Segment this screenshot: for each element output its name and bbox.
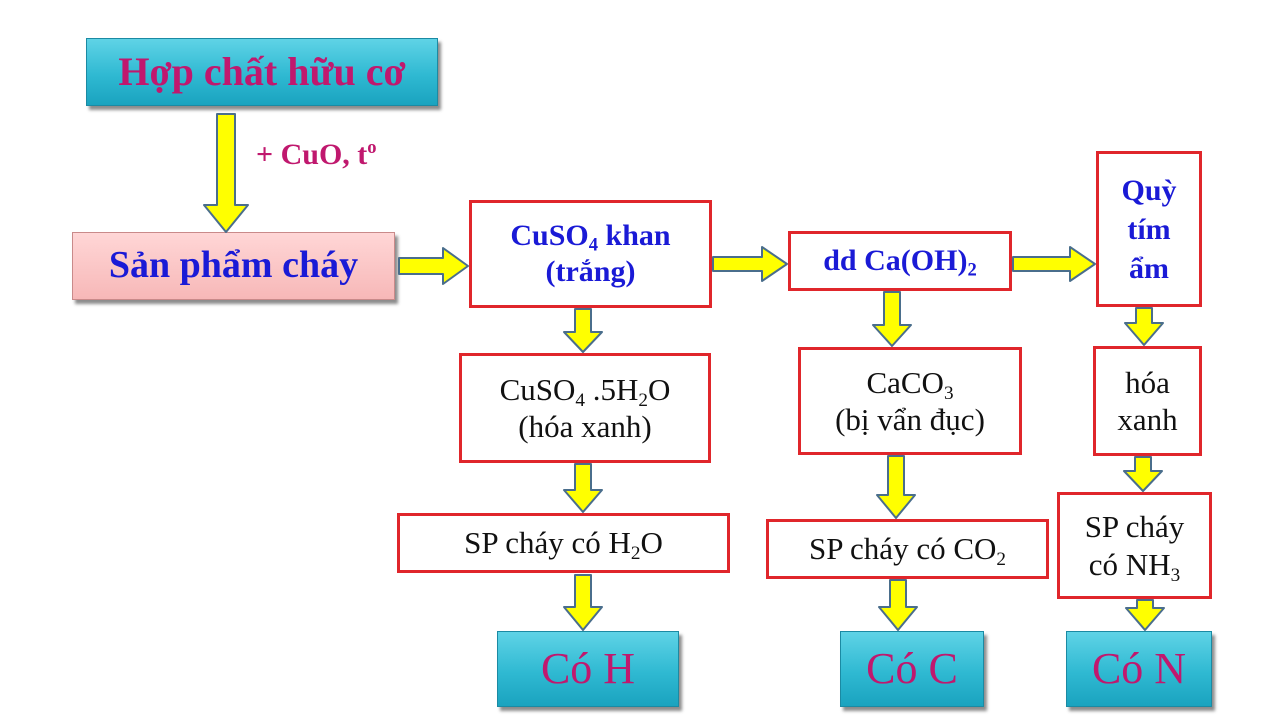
cuso4-text: CuSO (510, 219, 589, 252)
litmus-line1: Quỳ (1121, 173, 1177, 207)
arrow-down-icon (872, 291, 912, 347)
cuso4-hydrate-b: .5H (585, 371, 639, 407)
has-nitrogen-label: Có N (1091, 643, 1187, 693)
h2o-conclusion-box: SP cháy có H2O (397, 513, 730, 573)
cuso4-hydrate-b-sub: 2 (638, 389, 649, 411)
arrow-down-icon (203, 113, 249, 233)
arrow-down-icon (1124, 307, 1164, 346)
reagent-text: + CuO, t (256, 138, 368, 171)
litmus-result-line2: xanh (1117, 402, 1178, 437)
cuso4-hydrate-a-sub: 4 (575, 389, 586, 411)
khan-text: khan (598, 219, 671, 252)
arrow-down-icon (563, 574, 603, 631)
arrow-right-icon (712, 246, 788, 282)
caoh2-box: dd Ca(OH)2 (788, 231, 1012, 291)
litmus-result-line1: hóa (1125, 364, 1170, 400)
organic-compound-box: Hợp chất hữu cơ (86, 38, 438, 106)
cuso4-hydrate-a: CuSO (499, 371, 576, 407)
nh3-conclusion-line2: có NH3 (1088, 546, 1181, 586)
cuso4-anhydrous-line2: (trắng) (545, 255, 636, 288)
cuso4-anhydrous-box: CuSO4 khan (trắng) (469, 200, 712, 308)
nh3-conclusion-box: SP cháy có NH3 (1057, 492, 1212, 599)
combustion-product-label: Sản phẩm cháy (108, 244, 359, 287)
cuso4-hydrate-box: CuSO4 .5H2O (hóa xanh) (459, 353, 711, 463)
cuso4-subscript: 4 (588, 234, 599, 256)
combustion-product-box: Sản phẩm cháy (72, 232, 395, 300)
h2o-conclusion-text: SP cháy có H2O (464, 524, 663, 565)
co2-sub: 2 (996, 549, 1007, 571)
nh3-pre: có NH (1088, 546, 1171, 582)
caoh2-text: dd Ca(OH) (823, 244, 968, 277)
caco3-note: (bị vẩn đục) (835, 402, 985, 437)
litmus-box: Quỳ tím ẩm (1096, 151, 1202, 307)
organic-compound-label: Hợp chất hữu cơ (118, 49, 406, 94)
has-hydrogen-label: Có H (540, 643, 636, 693)
caco3-box: CaCO3 (bị vẩn đục) (798, 347, 1022, 455)
caoh2-subscript: 2 (967, 259, 977, 281)
litmus-line3: ẩm (1129, 251, 1169, 285)
has-carbon-label: Có C (866, 643, 958, 693)
arrow-down-icon (876, 455, 916, 519)
co2-pre: SP cháy có CO (808, 531, 997, 567)
arrow-down-icon (563, 308, 603, 353)
h2o-pre: SP cháy có H (464, 525, 631, 561)
caoh2-label: dd Ca(OH)2 (823, 243, 976, 279)
nh3-sub: 3 (1170, 564, 1181, 586)
reagent-label: + CuO, to (256, 138, 377, 172)
arrow-down-icon (878, 579, 918, 631)
has-nitrogen-box: Có N (1066, 631, 1212, 707)
reagent-degree: o (367, 136, 377, 158)
caco3-text: CaCO (866, 364, 944, 400)
cuso4-hydrate-note: (hóa xanh) (518, 409, 652, 444)
caco3-subscript: 3 (943, 382, 954, 404)
arrow-right-icon (398, 247, 469, 285)
has-hydrogen-box: Có H (497, 631, 679, 707)
arrow-down-icon (1123, 456, 1163, 492)
arrow-down-icon (1125, 599, 1165, 631)
litmus-line2: tím (1127, 212, 1171, 246)
cuso4-hydrate-formula: CuSO4 .5H2O (499, 371, 671, 411)
h2o-sub: 2 (630, 543, 641, 565)
cuso4-anhydrous-line1: CuSO4 khan (510, 218, 670, 254)
h2o-post: O (640, 525, 663, 561)
has-carbon-box: Có C (840, 631, 984, 707)
arrow-down-icon (563, 463, 603, 513)
litmus-result-box: hóa xanh (1093, 346, 1202, 456)
arrow-right-icon (1012, 246, 1096, 282)
caco3-formula: CaCO3 (866, 364, 954, 404)
co2-conclusion-box: SP cháy có CO2 (766, 519, 1049, 579)
cuso4-hydrate-c: O (648, 371, 671, 407)
nh3-conclusion-line1: SP cháy (1084, 509, 1185, 545)
co2-conclusion-text: SP cháy có CO2 (808, 530, 1007, 571)
